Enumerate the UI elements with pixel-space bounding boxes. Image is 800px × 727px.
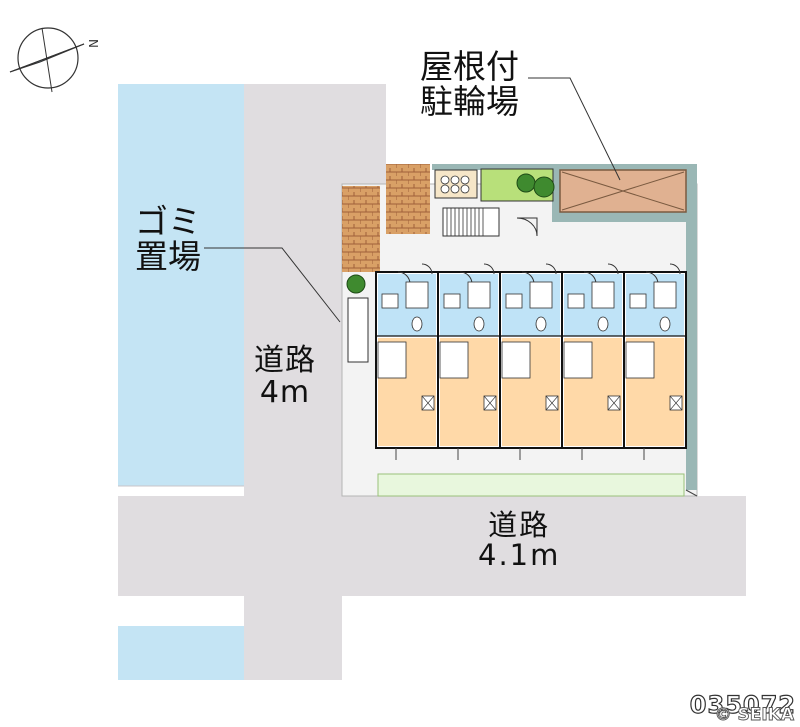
bike-leader-line: [528, 77, 621, 181]
stair-steps: [446, 208, 484, 236]
bike-label-line1: 屋根付: [420, 47, 519, 86]
unit-toilet: [535, 316, 547, 332]
brick-paving-upper: [386, 164, 430, 234]
unit-washer: [505, 293, 523, 309]
unit-closet-cross: [421, 395, 435, 411]
unit-door: [483, 263, 495, 275]
roof-cross: [561, 171, 685, 211]
site-fence-right: [686, 232, 697, 490]
garbage-label-line2: 置場: [135, 236, 201, 276]
road-west-upper-strip: [342, 84, 386, 184]
unit-closet-cross: [483, 395, 497, 411]
lot-edge: [685, 489, 698, 497]
unit-bath: [653, 281, 677, 309]
unit-door: [669, 263, 681, 275]
compass-tick: [41, 27, 53, 93]
road-south-line2: 4.1m: [478, 538, 561, 573]
bike-rack: [434, 169, 478, 199]
tree: [533, 176, 555, 198]
road-west-line1: 道路: [254, 343, 316, 378]
garbage-label-line1: ゴミ: [135, 202, 201, 241]
unit-bath: [591, 281, 615, 309]
shrub: [346, 274, 366, 294]
unit-closet-cross: [607, 395, 621, 411]
unit-closet-cross: [669, 395, 683, 411]
green-strip: [377, 473, 685, 497]
unit-kitchen: [377, 341, 407, 379]
property-code: 035072: [689, 690, 796, 719]
garbage-area-label: ゴミ 置場: [135, 202, 201, 276]
unit-bath: [529, 281, 553, 309]
unit-washer: [381, 293, 399, 309]
unit-washer: [629, 293, 647, 309]
door: [516, 217, 538, 237]
unit-bath: [405, 281, 429, 309]
bike-parking-label: 屋根付 駐輪場: [420, 47, 519, 121]
unit-closet-cross: [545, 395, 559, 411]
unit-door: [421, 263, 433, 275]
north-indicator: N: [86, 39, 100, 48]
unit-washer: [443, 293, 461, 309]
compass: N: [9, 27, 100, 93]
unit-door: [545, 263, 557, 275]
units: [376, 263, 687, 460]
water-channel-upper: [118, 84, 244, 486]
unit-bath: [467, 281, 491, 309]
unit-kitchen: [439, 341, 469, 379]
road-south: [118, 496, 746, 596]
bike-label-line2: 駐輪場: [420, 81, 519, 121]
copyright: © SEIKA: [714, 705, 794, 726]
unit-toilet: [473, 316, 485, 332]
unit-door: [607, 263, 619, 275]
unit-toilet: [411, 316, 423, 332]
unit-kitchen: [563, 341, 593, 379]
unit-toilet: [597, 316, 609, 332]
unit-kitchen: [501, 341, 531, 379]
road-west-line2: 4m: [259, 374, 311, 410]
unit-toilet: [659, 316, 671, 332]
garbage-area: [347, 297, 369, 363]
bike-rack-circles: [440, 175, 470, 194]
brick-paving: [342, 186, 380, 272]
unit-kitchen: [625, 341, 655, 379]
tree: [516, 173, 536, 193]
road-south-label: 道路 4.1m: [478, 510, 560, 571]
water-channel-lower: [118, 626, 244, 680]
road-south-line1: 道路: [488, 508, 551, 542]
road-west-label: 道路 4m: [254, 345, 316, 408]
garbage-leader-line: [204, 247, 341, 323]
unit-washer: [567, 293, 585, 309]
